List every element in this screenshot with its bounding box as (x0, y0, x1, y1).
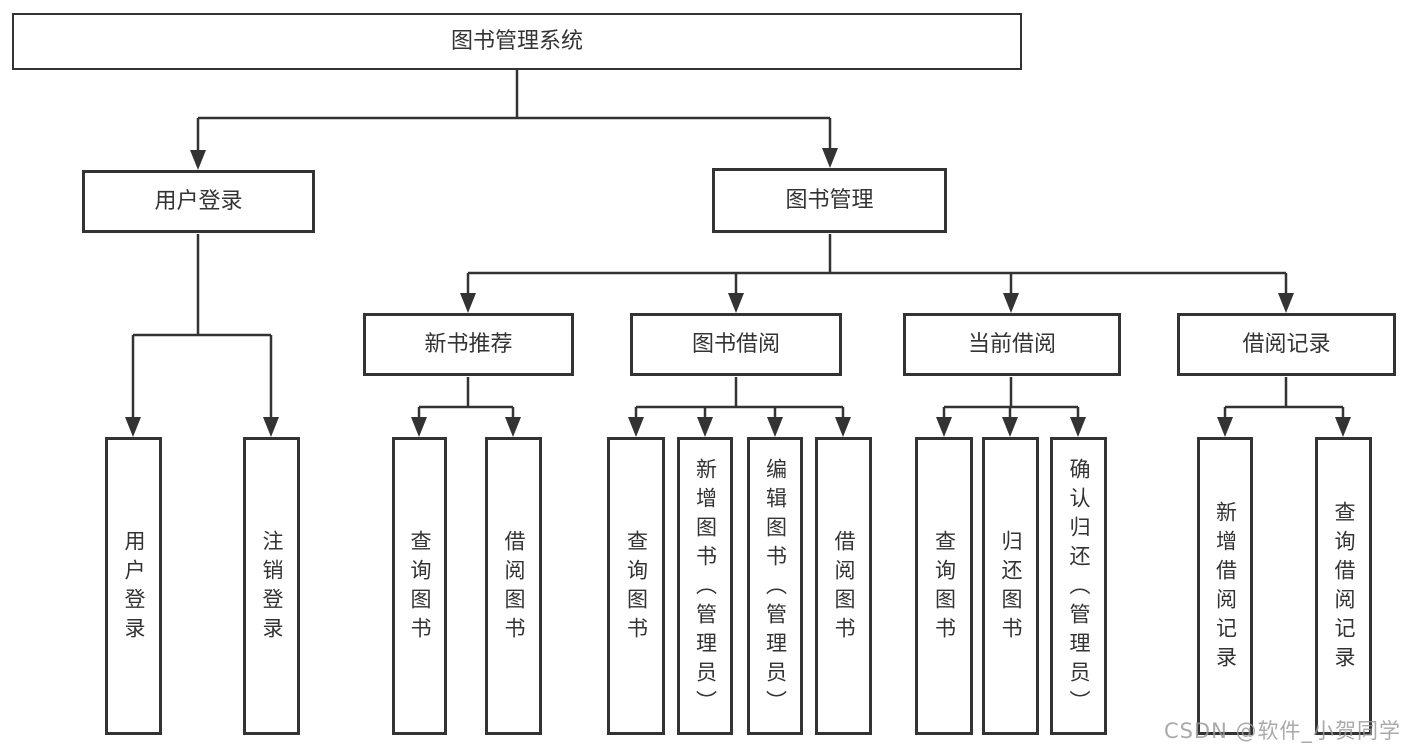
node-current-borrow: 当前借阅 (903, 313, 1121, 376)
leaf-edit-books-admin: 编辑图书（管理员） (747, 437, 803, 735)
leaf-recommend-query-books: 查询图书 (392, 437, 447, 735)
leaf-query-borrow-record: 查询借阅记录 (1315, 437, 1372, 735)
leaf-add-books-admin: 新增图书（管理员） (677, 437, 733, 735)
node-new-book-recommend: 新书推荐 (363, 313, 574, 376)
node-book-borrow: 图书借阅 (630, 313, 842, 376)
leaf-add-borrow-record: 新增借阅记录 (1197, 437, 1253, 735)
leaf-user-login: 用户登录 (105, 437, 162, 735)
leaf-logout: 注销登录 (243, 437, 300, 735)
leaf-borrow-query-books: 查询图书 (607, 437, 665, 735)
leaf-return-books: 归还图书 (982, 437, 1039, 735)
leaf-current-query-books: 查询图书 (915, 437, 973, 735)
node-book-management: 图书管理 (712, 168, 947, 233)
arrowheads (125, 148, 1351, 437)
node-library-management-system: 图书管理系统 (12, 13, 1022, 70)
leaf-recommend-borrow-books: 借阅图书 (485, 437, 542, 735)
node-user-login: 用户登录 (82, 170, 315, 233)
csdn-watermark: CSDN @软件_小贺同学 (1163, 719, 1401, 743)
leaf-borrow-books: 借阅图书 (815, 437, 872, 735)
leaf-confirm-return-admin: 确认归还（管理员） (1050, 437, 1107, 735)
node-borrow-records: 借阅记录 (1177, 313, 1396, 376)
